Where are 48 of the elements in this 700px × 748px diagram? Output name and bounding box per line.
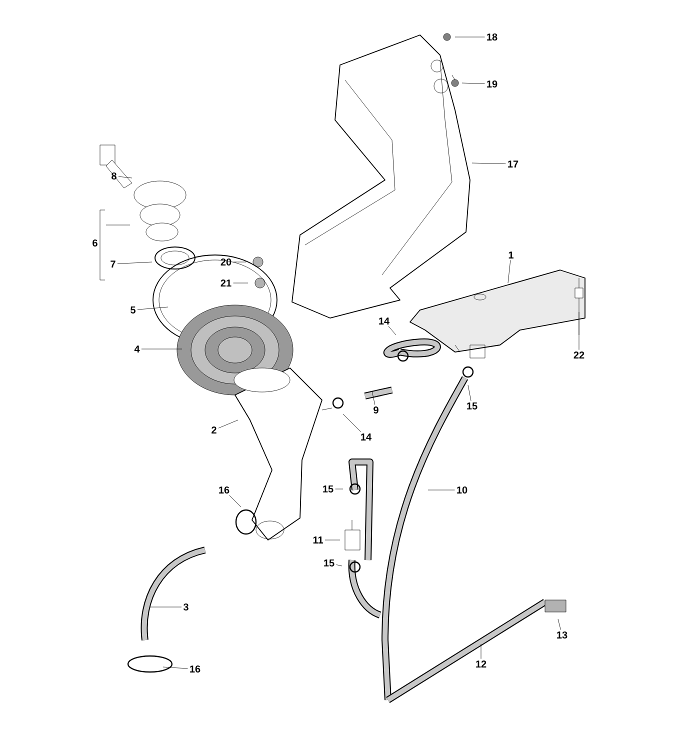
callout-number: 5: [130, 306, 136, 314]
callout-number: 6: [92, 239, 98, 247]
leader-line: [233, 282, 248, 284]
callout-number: 4: [134, 346, 140, 352]
callout-number: 9: [374, 406, 378, 414]
leader-line: [336, 564, 342, 566]
callout-number: 15: [324, 560, 334, 566]
leader-line: [342, 414, 362, 432]
callout-number: 3: [183, 603, 188, 611]
callout-number: 12: [476, 660, 486, 668]
callout-number: 1: [508, 252, 514, 258]
callout-number: 7: [110, 260, 116, 268]
callout-number: 2: [212, 426, 216, 434]
callout-number: 20: [220, 258, 232, 266]
callout-number: 10: [457, 486, 468, 494]
callout-number: 17: [508, 160, 518, 168]
leader-line: [218, 420, 238, 428]
leader-line: [462, 82, 485, 84]
leader-line: [150, 606, 182, 608]
callout-number: 18: [487, 33, 498, 41]
leader-line: [141, 348, 182, 350]
leader-line: [137, 306, 168, 310]
callout-number: 21: [220, 280, 232, 286]
callout-number: 15: [467, 402, 478, 410]
leader-line: [558, 618, 561, 630]
leader-line: [335, 488, 344, 490]
leader-line: [118, 176, 132, 178]
callout-number: 19: [487, 80, 498, 88]
callout-number: 14: [361, 434, 372, 440]
callout-number: 14: [379, 318, 390, 324]
callout-number: 15: [323, 486, 334, 492]
leader-line: [468, 384, 472, 402]
leader-line: [372, 390, 376, 405]
leader-line: [508, 260, 511, 284]
leader-line: [388, 326, 396, 336]
leader-line: [578, 312, 580, 350]
callout-number: 22: [574, 352, 584, 358]
callout-number: 16: [219, 486, 230, 494]
leader-line: [117, 262, 152, 264]
leader-line: [162, 666, 188, 669]
leader-line: [472, 162, 506, 164]
callout-number: 13: [557, 631, 568, 639]
leader-line: [229, 495, 242, 508]
leader-line: [454, 36, 485, 38]
callout-number: 8: [112, 172, 116, 180]
callout-number: 16: [190, 665, 200, 673]
leader-line: [480, 644, 482, 660]
callout-number: 11: [313, 536, 323, 544]
